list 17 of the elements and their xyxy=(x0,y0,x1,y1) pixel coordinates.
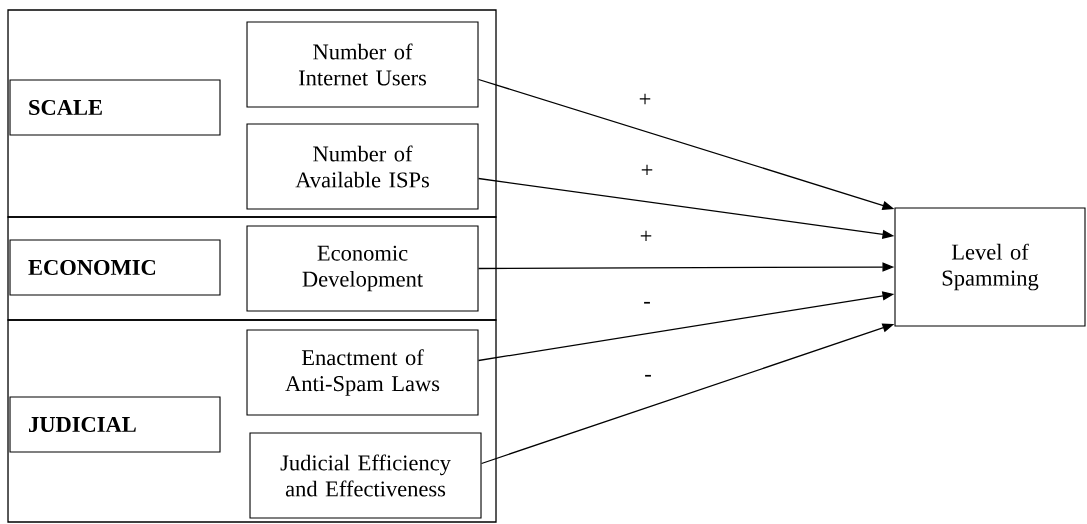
group-band xyxy=(7,216,497,321)
category-box: SCALE xyxy=(9,79,221,136)
outcome-box: Level of Spamming xyxy=(894,207,1086,327)
factor-box: Economic Development xyxy=(246,225,479,312)
factor-box: Judicial Efficiency and Effectiveness xyxy=(249,432,482,519)
group-band xyxy=(7,9,497,218)
edge-label: + xyxy=(637,92,653,108)
edge-label: + xyxy=(639,163,655,179)
edge-label: - xyxy=(643,373,653,383)
category-box: ECONOMIC xyxy=(9,239,221,296)
edge-label: - xyxy=(642,300,652,310)
factor-box: Number of Available ISPs xyxy=(246,123,479,210)
factor-box: Enactment of Anti-Spam Laws xyxy=(246,329,479,416)
edge-label: + xyxy=(638,229,654,245)
group-band xyxy=(7,319,497,523)
factor-box: Number of Internet Users xyxy=(246,21,479,108)
category-box: JUDICIAL xyxy=(9,396,221,453)
